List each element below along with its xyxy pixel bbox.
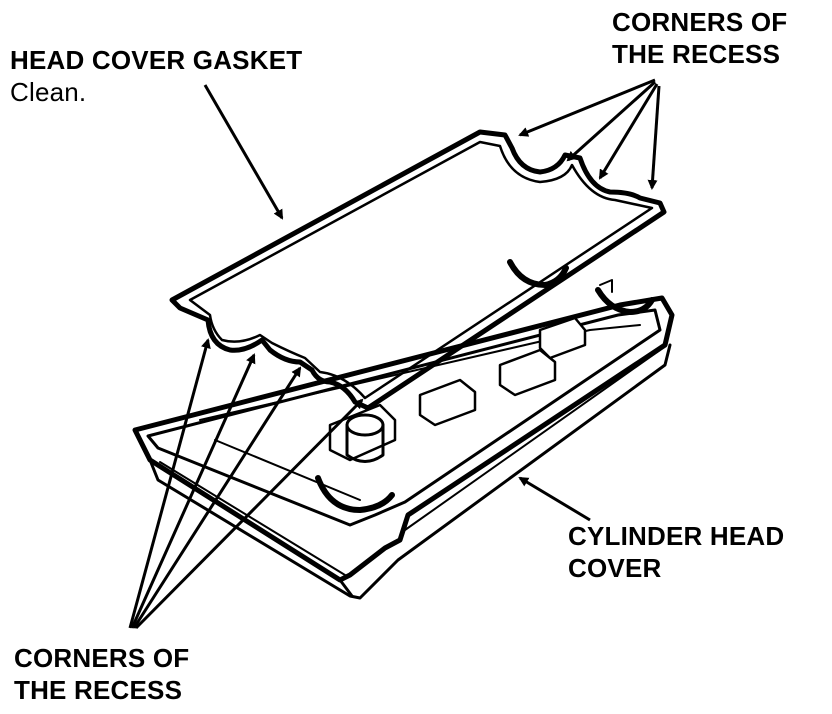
arrow-corner-bottom-3 (132, 366, 302, 629)
label-head-cover-gasket: HEAD COVER GASKET Clean. (10, 44, 302, 108)
label-corners-bottom: CORNERS OF THE RECESS (14, 642, 189, 706)
arrow-corner-top-4 (647, 85, 661, 190)
arrow-corner-top-3 (598, 83, 659, 180)
arrow-corner-top-2 (566, 80, 657, 162)
arrow-corner-bottom-1 (128, 338, 211, 629)
leader-arrows (128, 78, 661, 630)
corners-top-line2: THE RECESS (612, 39, 781, 69)
arrow-corner-top-1 (518, 78, 656, 137)
label-corners-top: CORNERS OF THE RECESS (612, 6, 787, 70)
cylinder-head-cover-line2: COVER (568, 553, 662, 583)
cylinder-head-cover-line1: CYLINDER HEAD (568, 521, 785, 551)
head-cover-gasket-title: HEAD COVER GASKET (10, 45, 303, 75)
corners-bottom-line2: THE RECESS (14, 675, 183, 705)
corners-bottom-line1: CORNERS OF (14, 643, 190, 673)
cylinder-head-cover (132, 259, 675, 600)
head-cover-gasket (169, 129, 667, 411)
label-cylinder-head-cover: CYLINDER HEAD COVER (568, 520, 784, 584)
arrow-gasket (203, 84, 284, 220)
corners-top-line1: CORNERS OF (612, 7, 788, 37)
arrow-cylinder-head-cover (518, 476, 591, 522)
head-cover-gasket-note: Clean. (10, 77, 87, 107)
arrow-corner-bottom-4 (134, 398, 364, 630)
arrow-corner-bottom-2 (130, 353, 256, 629)
